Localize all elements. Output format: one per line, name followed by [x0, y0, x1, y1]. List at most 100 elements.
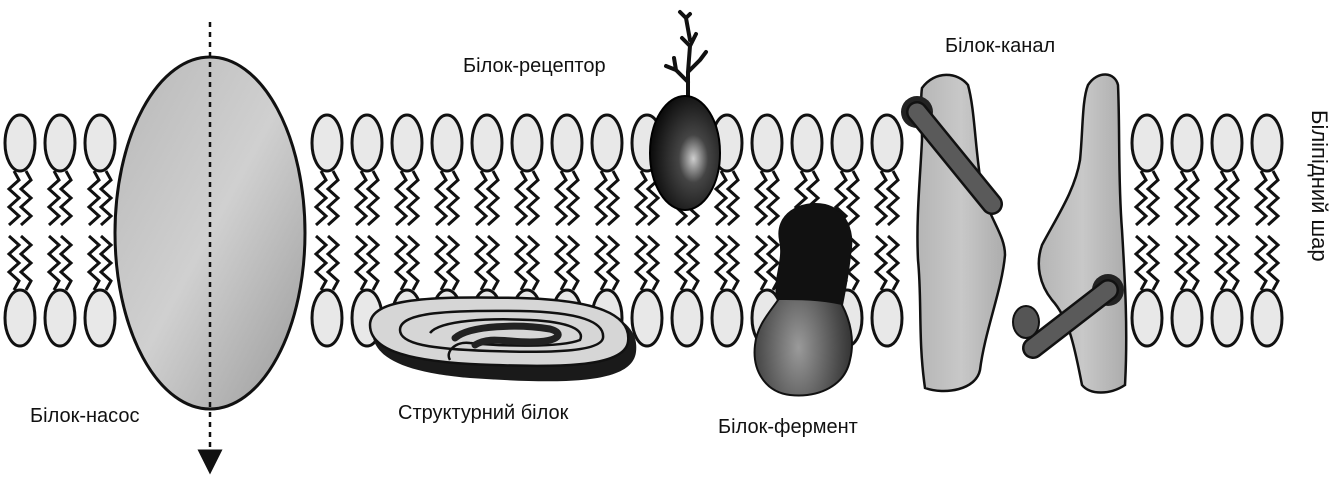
lipid-tail	[1213, 170, 1229, 227]
lipid-tail	[713, 234, 729, 291]
lipid-tail	[1145, 234, 1161, 291]
lipid-tail	[405, 170, 421, 227]
lipid-tail	[473, 170, 489, 227]
lipid-tail	[1133, 234, 1149, 291]
phospholipid	[1250, 113, 1284, 348]
lipid-tail	[593, 234, 609, 291]
lipid-tail	[1265, 234, 1281, 291]
lipid-head	[1170, 288, 1204, 348]
lipid-head	[83, 113, 117, 173]
lipid-tail	[845, 234, 861, 291]
lipid-head	[1210, 288, 1244, 348]
lipid-tail	[365, 170, 381, 227]
lipid-tail	[485, 234, 501, 291]
phospholipid	[710, 113, 744, 348]
lipid-tail	[98, 234, 114, 291]
lipid-tail	[1173, 234, 1189, 291]
lipid-head	[83, 288, 117, 348]
lipid-tail	[353, 234, 369, 291]
structural-protein	[368, 296, 637, 382]
lipid-head	[1250, 113, 1284, 173]
lipid-tail	[765, 170, 781, 227]
lipid-head	[590, 113, 624, 173]
lipid-tail	[1133, 170, 1149, 227]
phospholipid	[350, 113, 384, 348]
label-enzyme: Білок-фермент	[718, 416, 858, 438]
lipid-tail	[753, 170, 769, 227]
lipid-tail	[753, 234, 769, 291]
lipid-tail	[18, 234, 34, 291]
lipid-tail	[525, 234, 541, 291]
lipid-head	[670, 288, 704, 348]
lipid-tail	[46, 170, 62, 227]
lipid-head	[630, 288, 664, 348]
lipid-head	[870, 288, 904, 348]
lipid-tail	[1253, 170, 1269, 227]
lipid-tail	[553, 170, 569, 227]
lipid-tail	[553, 234, 569, 291]
lipid-tail	[86, 170, 102, 227]
lipid-tail	[6, 170, 22, 227]
lipid-tail	[725, 170, 741, 227]
lipid-head	[510, 113, 544, 173]
label-channel: Білок-канал	[945, 35, 1055, 57]
lipid-tail	[833, 170, 849, 227]
lipid-tail	[633, 234, 649, 291]
phospholipid	[83, 113, 117, 348]
lipid-tail	[885, 170, 901, 227]
lipid-tail	[565, 234, 581, 291]
lipid-tail	[473, 234, 489, 291]
lipid-tail	[46, 234, 62, 291]
lipid-head	[3, 288, 37, 348]
phospholipid	[1130, 113, 1164, 348]
lipid-tail	[525, 170, 541, 227]
lipid-head	[3, 113, 37, 173]
lipid-head	[750, 113, 784, 173]
lipid-tail	[513, 234, 529, 291]
lipid-tail	[18, 170, 34, 227]
lipid-tail	[673, 234, 689, 291]
lipid-tail	[1173, 170, 1189, 227]
label-receptor: Білок-рецептор	[463, 55, 606, 77]
lipid-tail	[86, 234, 102, 291]
phospholipid	[3, 113, 37, 348]
lipid-tail	[605, 234, 621, 291]
lipid-tail	[6, 234, 22, 291]
channel-protein-left	[901, 73, 1007, 393]
lipid-tail	[393, 234, 409, 291]
lipid-tail	[485, 170, 501, 227]
lipid-tail	[633, 170, 649, 227]
lipid-head	[1250, 288, 1284, 348]
lipid-head	[1170, 113, 1204, 173]
lipid-tail	[98, 170, 114, 227]
lipid-head	[310, 113, 344, 173]
lipid-head	[1130, 288, 1164, 348]
lipid-head	[310, 288, 344, 348]
lipid-tail	[365, 234, 381, 291]
lipid-tail	[1185, 234, 1201, 291]
phospholipid	[870, 113, 904, 348]
lipid-tail	[313, 234, 329, 291]
lipid-tail	[873, 170, 889, 227]
lipid-tail	[873, 234, 889, 291]
lipid-tail	[353, 170, 369, 227]
lipid-tail	[1253, 234, 1269, 291]
lipid-tail	[433, 170, 449, 227]
lipid-head	[870, 113, 904, 173]
lipid-tail	[445, 170, 461, 227]
phospholipid	[1210, 113, 1244, 348]
lipid-tail	[325, 234, 341, 291]
lipid-tail	[713, 170, 729, 227]
lipid-tail	[885, 234, 901, 291]
lipid-tail	[845, 170, 861, 227]
channel-protein-right	[1012, 73, 1128, 394]
phospholipid	[310, 113, 344, 348]
lipid-tail	[685, 234, 701, 291]
enzyme-protein	[753, 203, 853, 397]
lipid-tail	[513, 170, 529, 227]
lipid-tail	[445, 234, 461, 291]
lipid-head	[1210, 113, 1244, 173]
lipid-head	[710, 288, 744, 348]
receptor-protein	[649, 10, 721, 211]
